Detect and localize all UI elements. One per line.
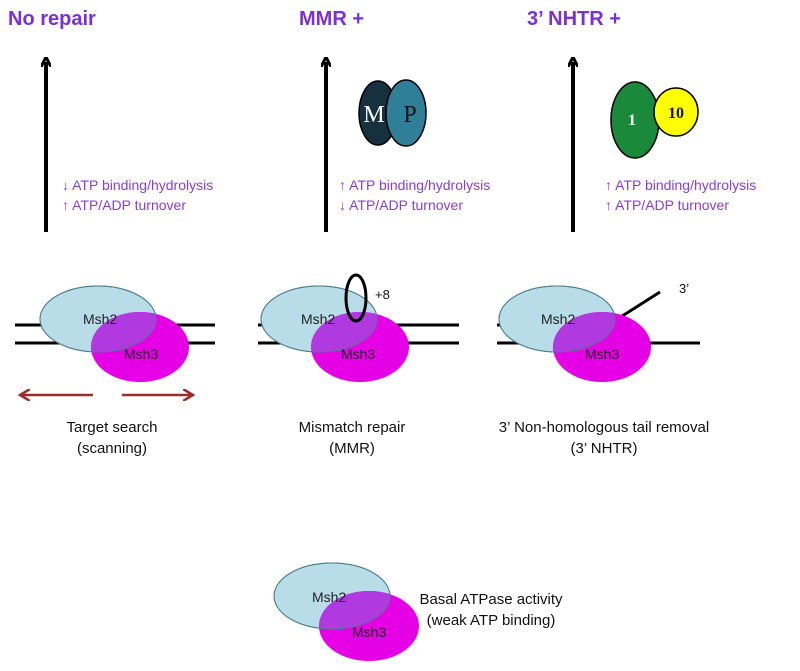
msh2-label: Msh2 xyxy=(541,311,575,327)
caption-mmr-line1: Mismatch repair xyxy=(299,419,406,436)
factor-p-label: P xyxy=(403,102,416,128)
header-no-repair: No repair xyxy=(8,8,96,30)
msh3-label: Msh3 xyxy=(585,346,619,362)
header-nhtr: 3’ NHTR + xyxy=(527,8,621,30)
scanning-atp-line1: ↓ ATP binding/hydrolysis xyxy=(62,177,213,193)
nhtr-atp-line1: ↑ ATP binding/hydrolysis xyxy=(605,177,756,193)
msh3-label: Msh3 xyxy=(341,346,375,362)
mmr-atp-line1: ↑ ATP binding/hydrolysis xyxy=(339,177,490,193)
tail-label: 3’ xyxy=(679,281,689,296)
complex-basal: Msh2 Msh3 xyxy=(273,562,419,661)
scanning-atp-line2: ↑ ATP/ADP turnover xyxy=(62,197,186,213)
caption-mmr-line2: (MMR) xyxy=(329,440,375,457)
msh2-label: Msh2 xyxy=(301,311,335,327)
header-mmr: MMR + xyxy=(299,8,364,30)
caption-nhtr-line1: 3’ Non-homologous tail removal xyxy=(499,419,709,436)
complex-nhtr: Msh2 Msh3 xyxy=(498,285,651,382)
msh3-label: Msh3 xyxy=(352,624,386,640)
mlh1-pms1-factor: M P xyxy=(358,79,427,147)
msh3-label: Msh3 xyxy=(124,346,158,362)
rad1-rad10-factor: 1 10 xyxy=(610,81,699,159)
caption-scanning-line1: Target search xyxy=(67,419,158,436)
msh2-label: Msh2 xyxy=(83,311,117,327)
factor-1-label: 1 xyxy=(628,112,636,129)
complex-mmr: Msh2 Msh3 xyxy=(260,285,409,382)
caption-scanning-line2: (scanning) xyxy=(77,440,147,457)
insertion-loop xyxy=(344,273,368,323)
basal-line1: Basal ATPase activity xyxy=(419,591,563,608)
factor-m-label: M xyxy=(363,102,384,128)
msh2-label: Msh2 xyxy=(312,589,346,605)
loop-label: +8 xyxy=(375,287,390,302)
nhtr-atp-line2: ↑ ATP/ADP turnover xyxy=(605,197,729,213)
complex-scanning: Msh2 Msh3 xyxy=(39,285,189,382)
caption-nhtr-line2: (3’ NHTR) xyxy=(571,440,638,457)
factor-10-label: 10 xyxy=(668,105,684,122)
mmr-atp-line2: ↓ ATP/ADP turnover xyxy=(339,197,463,213)
basal-line2: (weak ATP binding) xyxy=(427,612,556,629)
